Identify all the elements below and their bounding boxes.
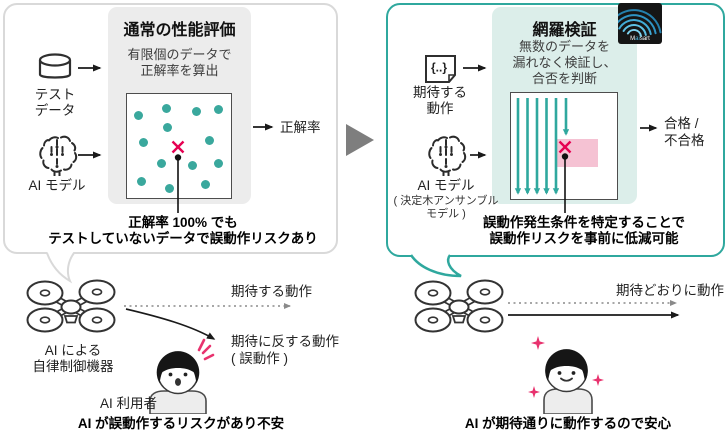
expected-behavior-doc-icon: {..} <box>425 55 456 83</box>
relief-caption: AI が期待通りに動作するので安心 <box>464 416 672 431</box>
maisart-logo-text: Maisart <box>630 36 650 42</box>
happy-user-icon <box>528 336 604 414</box>
ai-user-label: AI 利用者 <box>99 396 157 411</box>
worried-user-icon <box>149 338 215 414</box>
expected-motion-label: 期待する動作 <box>231 284 312 299</box>
exhaustive-verify-subtitle: 無数のデータを 漏れなく検証し、 合否を判断 <box>512 39 617 86</box>
data-dot <box>192 107 202 117</box>
pass-fail-label: 合格 / 不合格 <box>664 116 705 148</box>
normal-eval-subtitle: 有限個のデータで 正解率を算出 <box>127 47 232 78</box>
drone-icon <box>26 279 116 333</box>
data-dot <box>163 122 173 132</box>
test-data-label: テスト データ <box>34 87 76 118</box>
sweep-arrows <box>514 98 570 195</box>
normal-eval-caption: 正解率 100% でも テストしていないデータで誤動作リスクあり <box>48 215 318 246</box>
ai-model-label-right: AI モデル <box>417 178 475 193</box>
worry-caption: AI が誤動作するリスクがあり不安 <box>77 416 285 431</box>
data-dot <box>165 184 175 194</box>
data-dot <box>214 105 224 115</box>
maisart-swirl-icon <box>618 9 662 37</box>
drone-label: AI による 自律制御機器 <box>32 343 114 374</box>
data-dot <box>162 104 172 114</box>
right-bubble-tail <box>409 254 462 278</box>
error-motion-label: 期待に反する動作 ( 誤動作 ) <box>231 334 339 366</box>
exhaustive-verify-title: 網羅検証 <box>532 22 597 39</box>
accuracy-label: 正解率 <box>280 120 321 135</box>
database-icon <box>38 53 72 79</box>
verification-box <box>510 92 618 200</box>
ai-brain-circuit-icon <box>39 135 78 176</box>
data-dot <box>214 159 224 169</box>
expected-behavior-label: 期待する 動作 <box>413 85 467 116</box>
transition-arrow <box>346 124 374 156</box>
maisart-logo: Maisart <box>618 3 662 44</box>
sparkle-icon <box>528 336 604 398</box>
ai-brain-circuit-icon <box>428 135 467 176</box>
data-dot <box>188 161 198 171</box>
normal-eval-title: 通常の性能評価 <box>123 22 236 39</box>
data-dot <box>204 136 214 146</box>
svg-text:{..}: {..} <box>431 61 447 75</box>
ai-model-sub-label: ( 決定木アンサンブル モデル ) <box>393 195 499 220</box>
data-dot <box>139 138 149 148</box>
ai-model-label-left: AI モデル <box>28 178 86 193</box>
data-dot <box>200 179 210 189</box>
drone-icon <box>414 279 504 333</box>
data-dot <box>137 176 147 186</box>
data-dot <box>133 111 143 121</box>
data-dot <box>156 159 166 169</box>
expected-motion-label-right: 期待どおりに動作 <box>616 283 724 298</box>
scatter-plot-box <box>126 93 232 199</box>
exhaustive-verify-caption: 誤動作発生条件を特定することで 誤動作リスクを事前に低減可能 <box>482 215 686 246</box>
